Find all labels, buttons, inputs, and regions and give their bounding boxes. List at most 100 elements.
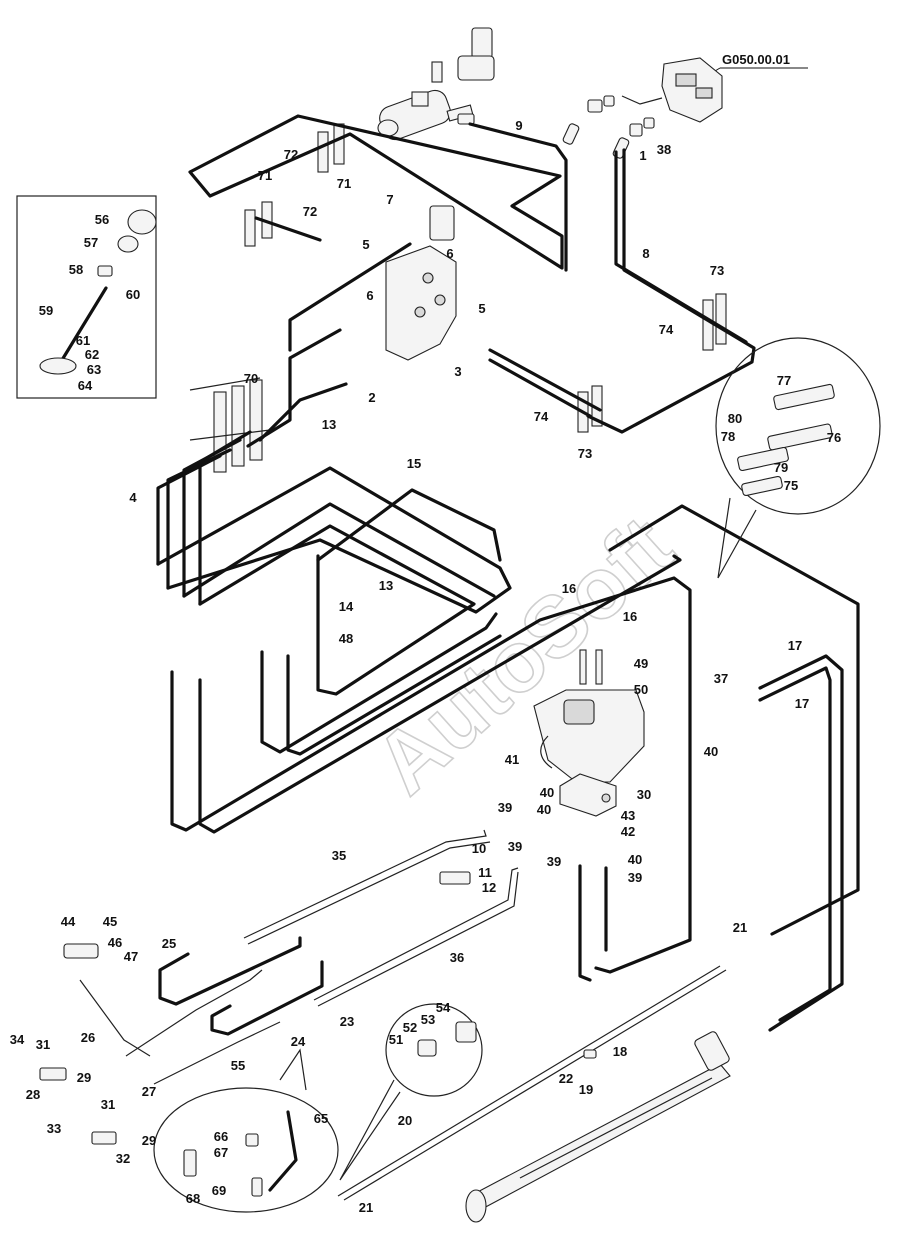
callout-17: 17 [788,638,802,653]
callout-16: 16 [623,609,637,624]
callout-14: 14 [339,599,354,614]
callout-53: 53 [421,1012,435,1027]
callout-17: 17 [795,696,809,711]
callout-40: 40 [540,785,554,800]
callout-39: 39 [628,870,642,885]
callout-10: 10 [472,841,486,856]
callout-12: 12 [482,880,496,895]
callout-72: 72 [303,204,317,219]
callout-9: 9 [515,118,522,133]
callout-33: 33 [47,1121,61,1136]
lower-tubes [125,829,727,1201]
callout-3: 3 [454,364,461,379]
callout-8: 8 [642,246,649,261]
callout-64: 64 [78,378,93,393]
callout-40: 40 [537,802,551,817]
callout-60: 60 [126,287,140,302]
callout-16: 16 [562,581,576,596]
callout-36: 36 [450,950,464,965]
callout-5: 5 [362,237,369,252]
callout-5: 5 [478,301,485,316]
callout-47: 47 [124,949,138,964]
callout-4: 4 [129,490,137,505]
hydraulic-cylinder [465,1031,731,1223]
callout-20: 20 [398,1113,412,1128]
callout-73: 73 [710,263,724,278]
callout-45: 45 [103,914,117,929]
callout-62: 62 [85,347,99,362]
callout-38: 38 [657,142,671,157]
pipe-runs [156,114,860,1032]
callout-25: 25 [162,936,176,951]
callout-2: 2 [368,390,375,405]
callout-69: 69 [212,1183,226,1198]
callout-42: 42 [621,824,635,839]
callout-43: 43 [621,808,635,823]
callout-31: 31 [101,1097,115,1112]
callout-44: 44 [61,914,76,929]
detail-bubble-clamps [715,337,881,579]
callout-66: 66 [214,1129,228,1144]
mounting-bracket [385,205,457,361]
callout-51: 51 [389,1032,403,1047]
callout-21: 21 [733,920,747,935]
callout-49: 49 [634,656,648,671]
callout-28: 28 [26,1087,40,1102]
callout-32: 32 [116,1151,130,1166]
callout-56: 56 [95,212,109,227]
callout-73: 73 [578,446,592,461]
callout-77: 77 [777,373,791,388]
callout-21: 21 [359,1200,373,1215]
callout-7: 7 [386,192,393,207]
callout-68: 68 [186,1191,200,1206]
callout-55: 55 [231,1058,245,1073]
callout-63: 63 [87,362,101,377]
top-valve-assembly [377,27,495,141]
callout-13: 13 [379,578,393,593]
callout-61: 61 [76,333,90,348]
callout-39: 39 [547,854,561,869]
callout-29: 29 [142,1133,156,1148]
callout-57: 57 [84,235,98,250]
callout-79: 79 [774,460,788,475]
callout-6: 6 [446,246,453,261]
callout-70: 70 [244,371,258,386]
callout-13: 13 [322,417,336,432]
callout-23: 23 [340,1014,354,1029]
callout-75: 75 [784,478,798,493]
callout-48: 48 [339,631,353,646]
callout-31: 31 [36,1037,50,1052]
callout-35: 35 [332,848,346,863]
callout-39: 39 [508,839,522,854]
callout-30: 30 [637,787,651,802]
callout-54: 54 [436,1000,451,1015]
detail-bubble-65-69 [153,1048,339,1213]
misc-small-parts [39,871,597,1145]
callout-59: 59 [39,303,53,318]
callout-41: 41 [505,752,519,767]
callout-11: 11 [478,865,492,880]
callout-1: 1 [639,148,646,163]
callout-27: 27 [142,1084,156,1099]
callout-46: 46 [108,935,122,950]
callout-74: 74 [534,409,549,424]
callout-39: 39 [498,800,512,815]
callout-50: 50 [634,682,648,697]
callout-22: 22 [559,1071,573,1086]
callout-19: 19 [579,1082,593,1097]
callout-26: 26 [81,1030,95,1045]
callout-80: 80 [728,411,742,426]
callout-67: 67 [214,1145,228,1160]
callout-24: 24 [291,1034,306,1049]
callout-72: 72 [284,147,298,162]
callout-34: 34 [10,1032,25,1047]
callout-15: 15 [407,456,421,471]
reference-code: G050.00.01 [722,52,790,67]
callout-29: 29 [77,1070,91,1085]
callout-74: 74 [659,322,674,337]
inset-panel-56-64 [16,195,157,399]
callout-78: 78 [721,429,735,444]
callout-76: 76 [827,430,841,445]
